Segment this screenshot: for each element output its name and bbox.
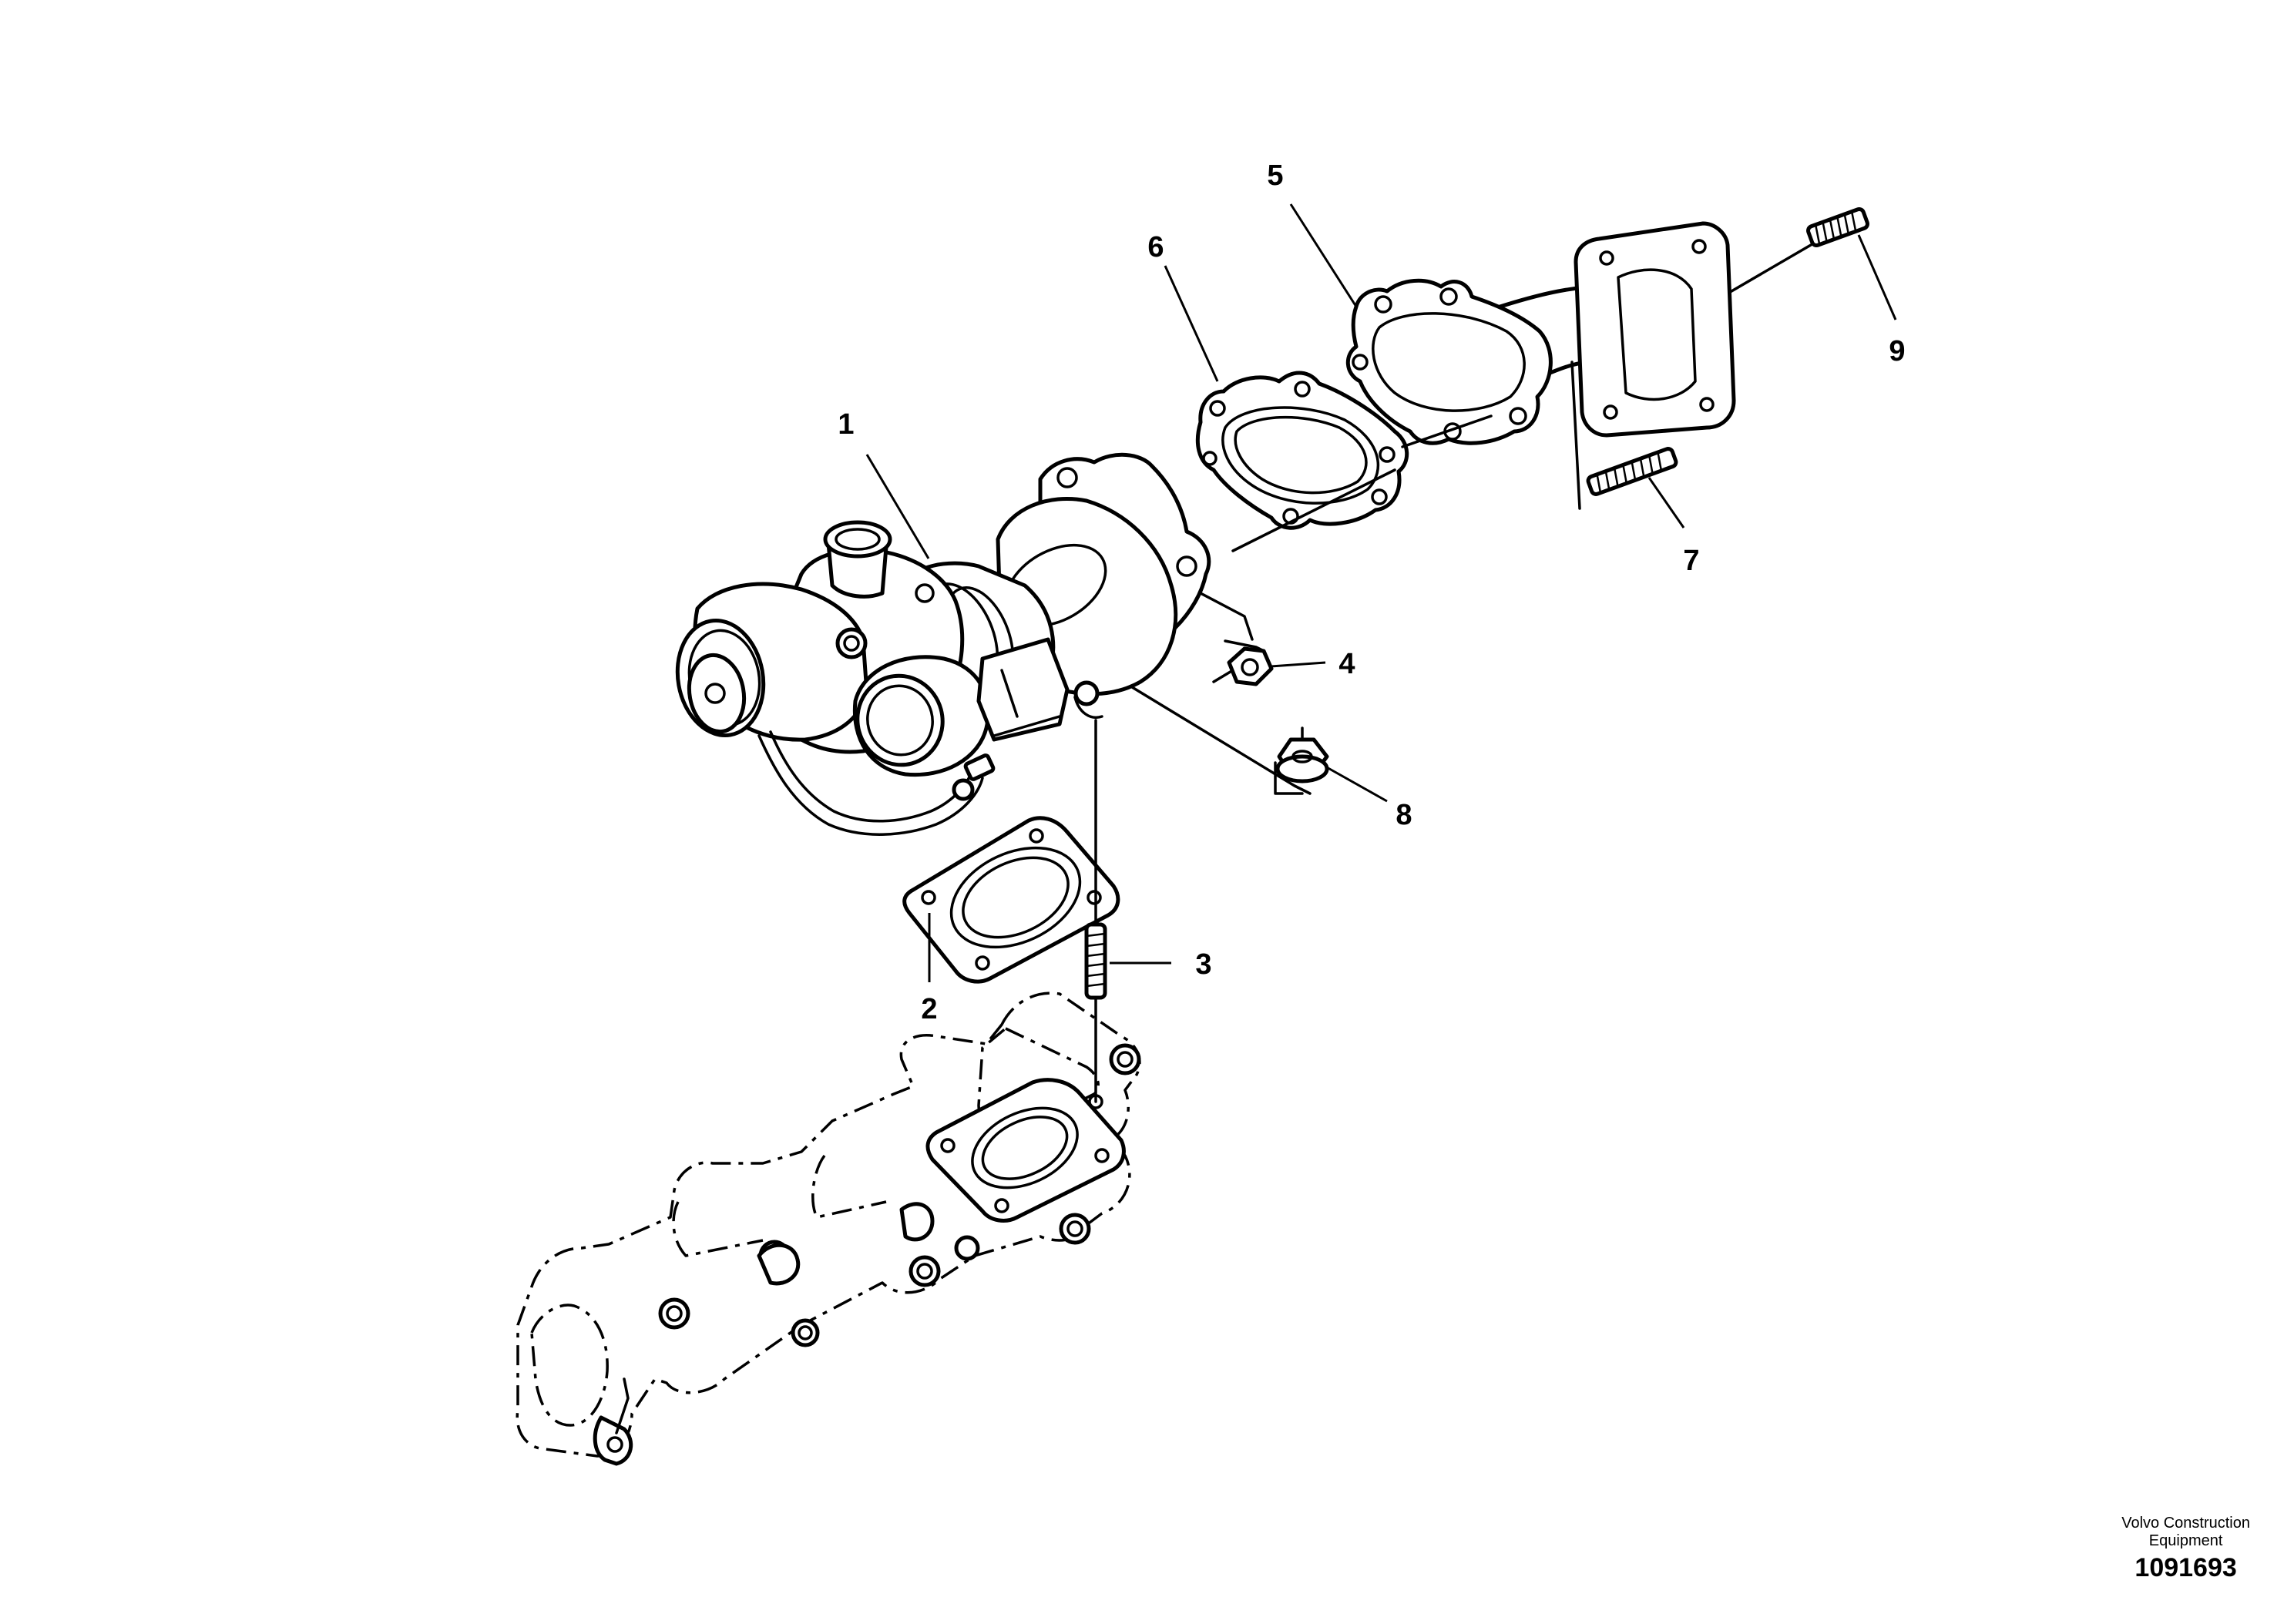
turbocharger-part-1 bbox=[675, 452, 1211, 836]
leader-8 bbox=[1325, 765, 1388, 803]
callout-8: 8 bbox=[1396, 799, 1412, 831]
brand-line-1: Volvo Construction bbox=[2121, 1515, 2250, 1532]
stud-part-3 bbox=[1084, 922, 1107, 1000]
callout-1: 1 bbox=[838, 408, 854, 441]
nut-part-4 bbox=[1212, 639, 1274, 686]
callout-2: 2 bbox=[921, 993, 937, 1025]
brand-line-2: Equipment bbox=[2148, 1532, 2223, 1549]
leader-6 bbox=[1164, 265, 1219, 382]
stud-part-9 bbox=[1721, 206, 1869, 298]
drawing-footer: Volvo Construction Equipment 1091693 bbox=[2121, 1515, 2250, 1583]
exhaust-manifold bbox=[516, 992, 1141, 1466]
leader-9 bbox=[1857, 234, 1897, 320]
callout-9: 9 bbox=[1889, 335, 1905, 367]
leader-1 bbox=[865, 454, 930, 559]
callout-6: 6 bbox=[1147, 231, 1164, 263]
leader-7 bbox=[1647, 477, 1685, 528]
leader-4 bbox=[1271, 661, 1326, 668]
stud-part-7 bbox=[1586, 447, 1678, 496]
leader-5 bbox=[1289, 203, 1358, 307]
drawing-number: 1091693 bbox=[2134, 1553, 2237, 1582]
callout-4: 4 bbox=[1338, 648, 1355, 680]
gasket-part-2 bbox=[902, 816, 1120, 984]
callout-7: 7 bbox=[1683, 545, 1699, 577]
exhaust-outlet-elbow bbox=[1481, 221, 1736, 510]
nut-part-8 bbox=[1274, 726, 1329, 795]
callout-5: 5 bbox=[1267, 159, 1283, 192]
callout-3: 3 bbox=[1195, 948, 1211, 981]
